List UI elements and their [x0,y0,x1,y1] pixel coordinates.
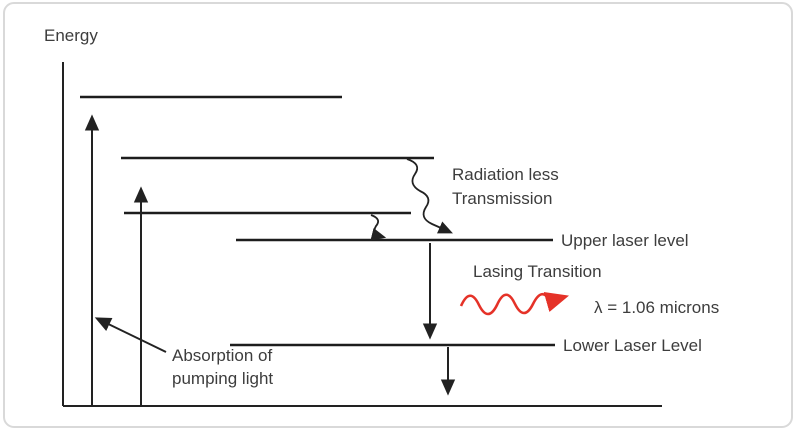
absorption-label-line2: pumping light [172,369,273,388]
upper-laser-level-label: Upper laser level [561,231,689,250]
lower-laser-level-label: Lower Laser Level [563,336,702,355]
absorption-pointer-arrow [94,317,167,353]
radiationless-wavy-arrow-1 [406,158,453,234]
radiationless-label-line1: Radiation less [452,165,559,184]
lasing-transition-label: Lasing Transition [473,262,602,281]
wavelength-label: λ = 1.06 microns [594,298,719,317]
radiationless-wavy-arrow-2 [370,214,387,241]
photon-wavy-arrow [459,292,569,316]
absorption-label-line1: Absorption of [172,346,272,365]
energy-axis-label: Energy [44,26,98,45]
radiationless-label-line2: Transmission [452,189,552,208]
frame-border [3,2,793,428]
